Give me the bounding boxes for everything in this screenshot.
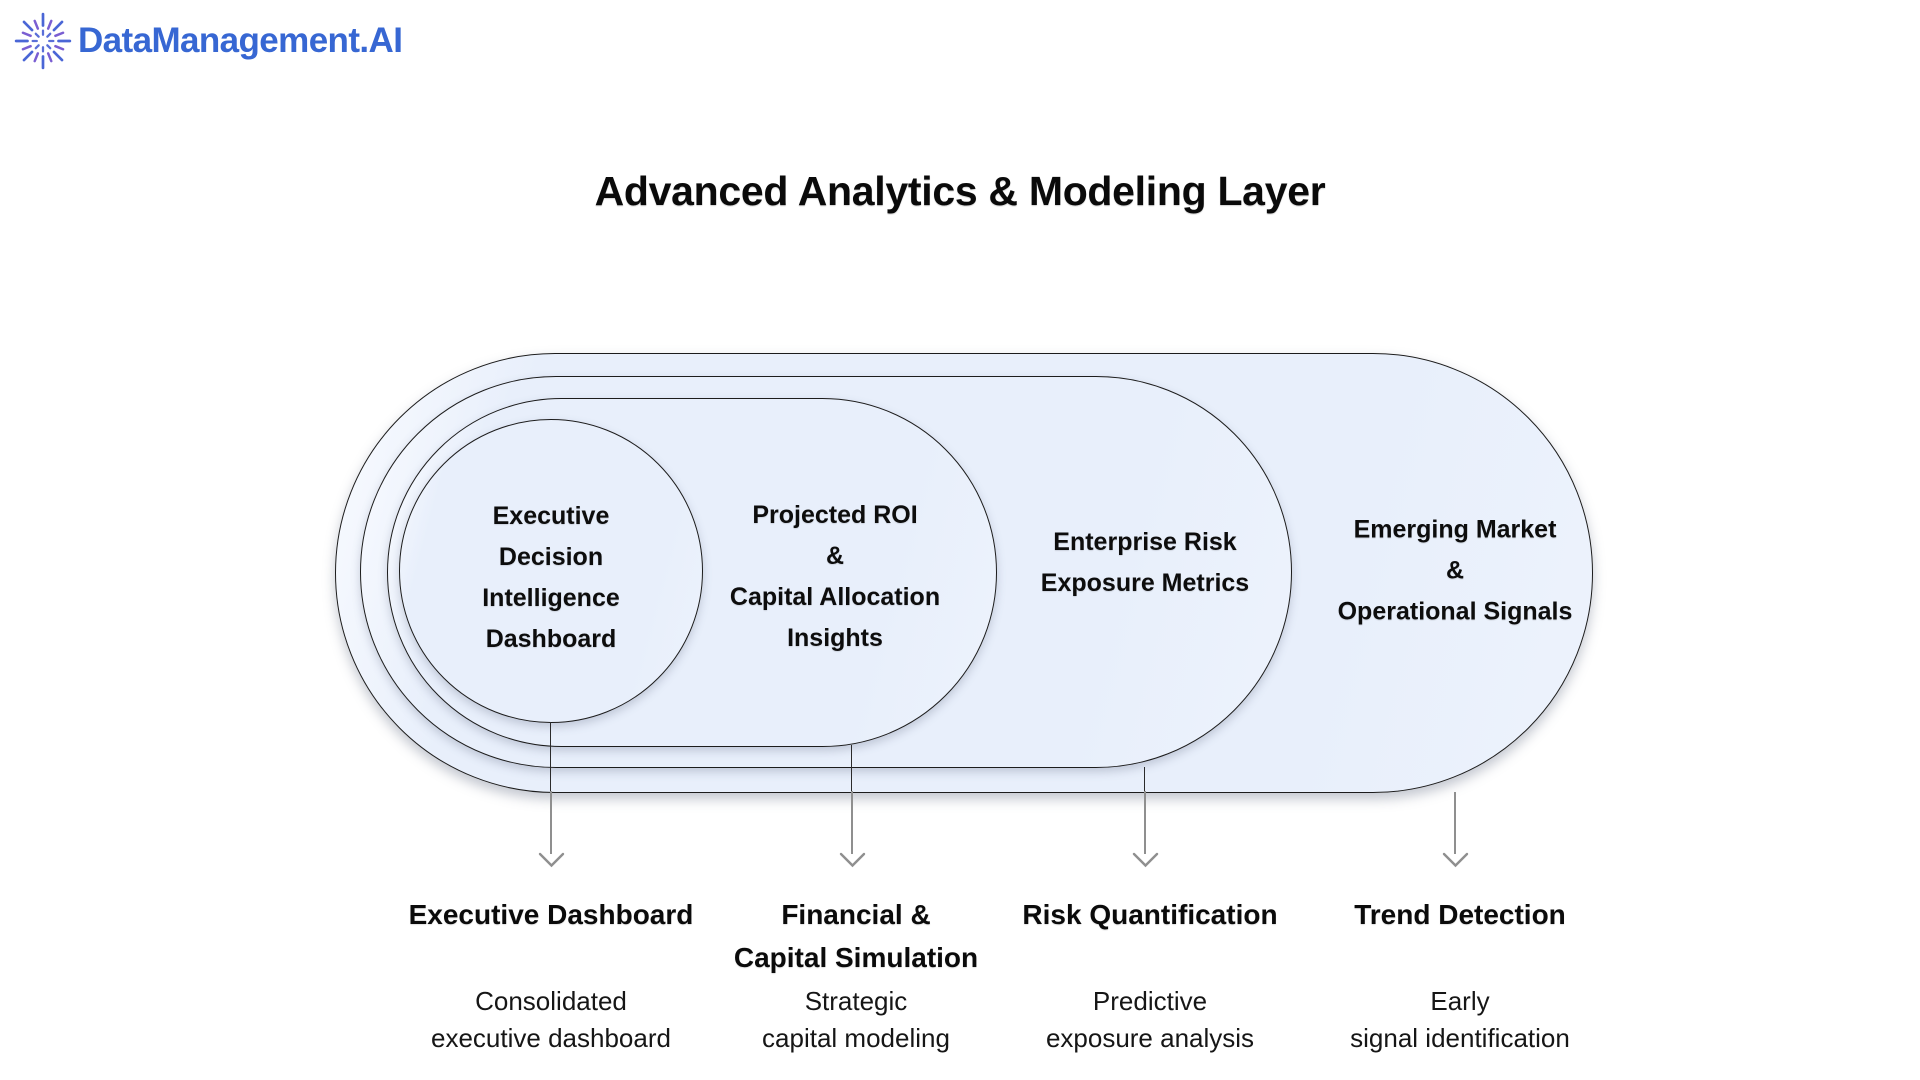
- arrow-head-icon: [1132, 852, 1159, 868]
- page-title: Advanced Analytics & Modeling Layer: [594, 168, 1326, 214]
- layer-label-emerging-market: Emerging Market&Operational Signals: [1337, 515, 1573, 626]
- logo: DataManagement.AI: [12, 10, 403, 72]
- output-title-executive-dashboard: Executive Dashboard: [408, 899, 694, 930]
- layer-executive-dashboard-circle: [399, 419, 703, 723]
- arrow-head-icon: [839, 852, 866, 868]
- logo-text: DataManagement.AI: [78, 21, 403, 60]
- arrow-head-icon: [538, 852, 565, 868]
- starburst-icon: [14, 12, 72, 70]
- output-title-financial-capital-simulation: Financial &Capital Simulation: [733, 899, 979, 973]
- output-title-trend-detection: Trend Detection: [1354, 899, 1566, 930]
- arrow-head-icon: [1442, 852, 1469, 868]
- output-title-risk-quantification: Risk Quantification: [1022, 899, 1278, 930]
